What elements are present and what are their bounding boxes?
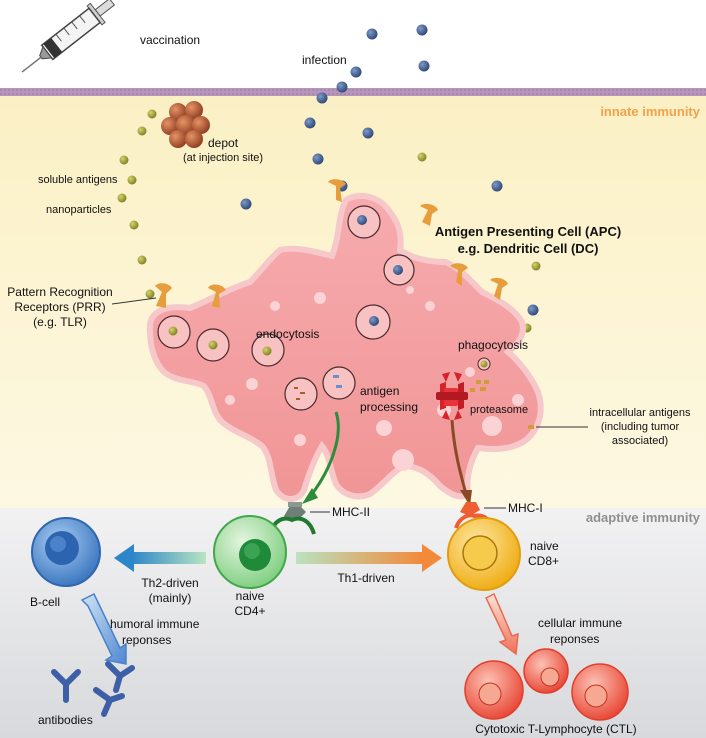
innate-immunity-label: innate immunity — [600, 104, 700, 119]
ctl-label: Cytotoxic T-Lymphocyte (CTL) — [475, 722, 636, 736]
prr-receptors — [155, 179, 508, 308]
naive-cd8-label-2: CD8+ — [528, 554, 559, 568]
antigen-processing-label-2: processing — [360, 400, 418, 414]
prr-label-1: Pattern Recognition — [7, 285, 112, 299]
b-cell-label: B-cell — [30, 595, 60, 609]
th1-arrow — [296, 544, 442, 572]
depot-label: depot — [208, 136, 239, 150]
apc-subtitle: e.g. Dendritic Cell (DC) — [458, 241, 599, 256]
naive-cd8-label-1: naive — [530, 539, 559, 553]
apc-dendritic-cell — [146, 193, 544, 502]
th1-label: Th1-driven — [337, 571, 394, 585]
b-cell — [31, 517, 101, 587]
th2-label-2: (mainly) — [149, 591, 192, 605]
naive-cd4-label-2: CD4+ — [234, 604, 265, 618]
mhc2-receptor — [268, 502, 316, 535]
ctl-cells — [464, 648, 629, 721]
naive-cd4-cell — [213, 515, 287, 589]
mhc1-processing-arrow — [450, 419, 468, 495]
antibody-icons — [51, 661, 135, 717]
soluble-antigens-label: soluble antigens — [38, 174, 118, 186]
th2-arrow — [114, 544, 206, 572]
depot-sub-label: (at injection site) — [183, 152, 263, 164]
humoral-label-1: humoral immune — [110, 617, 200, 631]
mhc2-label: MHC-II — [332, 505, 370, 519]
depot-cluster — [161, 101, 210, 148]
cellular-arrow — [484, 592, 519, 656]
humoral-label-2: reponses — [122, 633, 171, 647]
cellular-label-1: cellular immune — [538, 616, 622, 630]
virus-particles — [240, 24, 539, 316]
intracellular-label-2: (including tumor — [601, 421, 680, 433]
intracellular-label-3: associated) — [612, 435, 668, 447]
membrane-band — [0, 88, 706, 96]
endosomes — [157, 205, 491, 411]
prr-label-3: (e.g. TLR) — [33, 315, 87, 329]
mhc1-label: MHC-I — [508, 501, 543, 515]
syringe-icon — [21, 0, 116, 73]
naive-cd4-label-1: naive — [236, 589, 265, 603]
humoral-arrow — [80, 592, 127, 665]
naive-cd8-cell — [447, 517, 521, 591]
proteasome-icon — [436, 372, 534, 429]
phagocytosis-label: phagocytosis — [458, 338, 528, 352]
prr-label-2: Receptors (PRR) — [14, 300, 105, 314]
intracellular-label-1: intracellular antigens — [590, 407, 691, 419]
antigen-particles — [117, 109, 541, 333]
antibodies-label: antibodies — [38, 713, 93, 727]
antigen-processing-label-1: antigen — [360, 384, 399, 398]
mhc2-processing-arrow — [310, 411, 340, 495]
adaptive-immunity-label: adaptive immunity — [586, 510, 701, 525]
proteasome-label: proteasome — [470, 404, 528, 416]
apc-title: Antigen Presenting Cell (APC) — [435, 224, 621, 239]
infection-label: infection — [302, 53, 347, 67]
vaccination-label: vaccination — [140, 33, 200, 47]
nanoparticles-label: nanoparticles — [46, 204, 112, 216]
cellular-label-2: reponses — [550, 632, 599, 646]
endocytosis-label: endocytosis — [256, 327, 319, 341]
th2-label-1: Th2-driven — [141, 576, 198, 590]
